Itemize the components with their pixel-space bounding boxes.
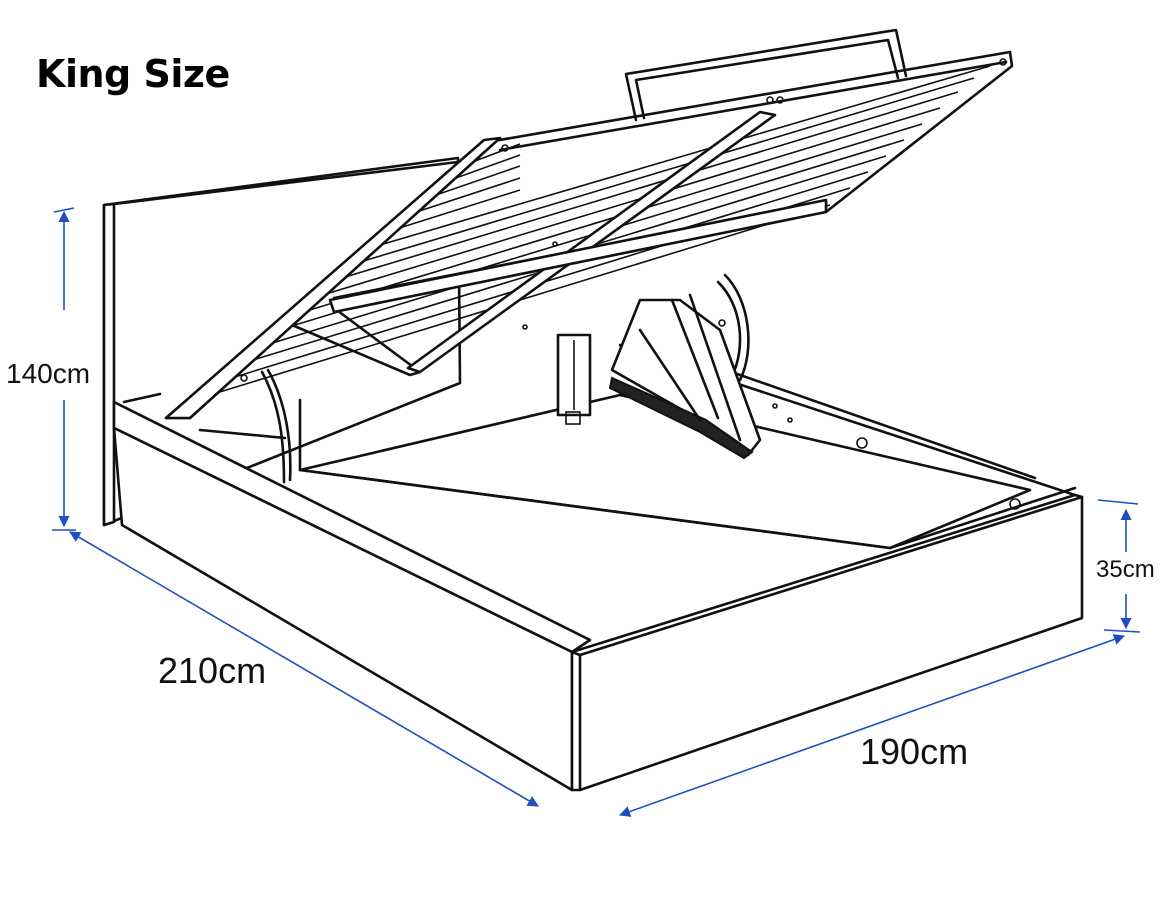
height-label: 140cm: [6, 358, 91, 389]
gas-lift-left: [198, 368, 292, 484]
length-label: 210cm: [158, 650, 267, 691]
lifted-slat-platform: [164, 50, 1014, 420]
width-arrow: [618, 634, 1126, 817]
length-arrow: [69, 531, 539, 807]
center-support-leg: [556, 333, 592, 425]
dimension-arrows: [52, 207, 1141, 817]
gas-lift-right: [608, 273, 762, 460]
width-label: 190cm: [860, 731, 969, 772]
size-title: King Size: [36, 52, 230, 96]
lift-handle: [624, 28, 908, 122]
base-height-label: 35cm: [1096, 556, 1155, 583]
